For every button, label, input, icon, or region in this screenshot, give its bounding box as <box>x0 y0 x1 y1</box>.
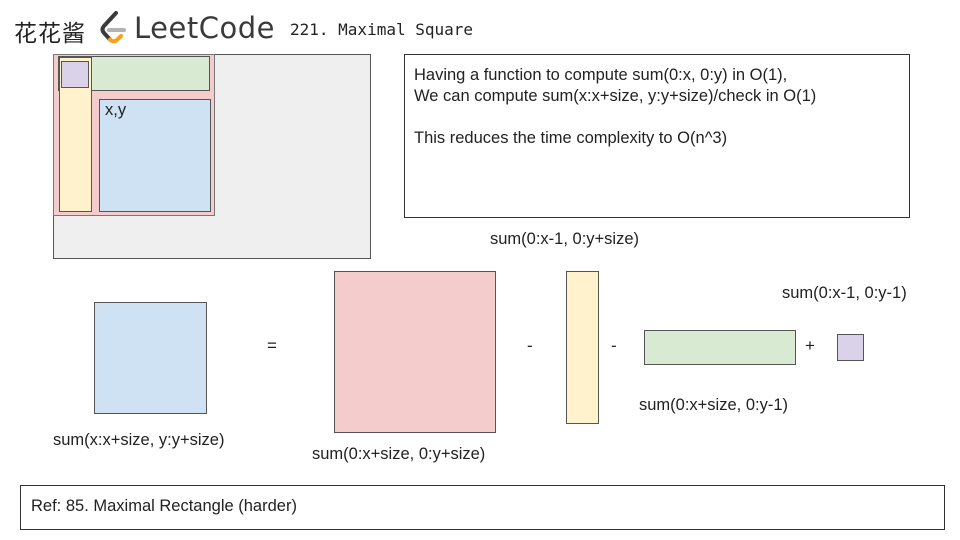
red-label: sum(0:x+size, 0:y+size) <box>312 445 486 463</box>
problem-title: 221. Maximal Square <box>290 20 474 39</box>
red-square <box>334 271 496 433</box>
explanation-line-2: We can compute sum(x:x+size, y:y+size)/c… <box>414 87 817 105</box>
square-region-blue <box>99 99 211 212</box>
yellow-label: sum(0:x-1, 0:y+size) <box>490 230 639 248</box>
green-rect <box>644 330 796 365</box>
minus-sign-1: - <box>527 336 533 355</box>
blue-label: sum(x:x+size, y:y+size) <box>53 431 225 449</box>
green-label: sum(0:x+size, 0:y-1) <box>639 396 788 414</box>
cell-label: x,y <box>105 101 127 119</box>
plus-sign: + <box>805 336 815 355</box>
purple-square <box>837 334 864 361</box>
explanation-box: Having a function to compute sum(0:x, 0:… <box>404 54 910 218</box>
minus-sign-2: - <box>611 336 617 355</box>
prefix-sum-region-purple <box>61 61 89 88</box>
leetcode-logo-icon <box>100 11 126 44</box>
leetcode-logo-text: LeetCode <box>134 11 275 45</box>
explanation-line-3: This reduces the time complexity to O(n^… <box>414 129 728 147</box>
reference-box: Ref: 85. Maximal Rectangle (harder) <box>20 485 945 530</box>
brand-title: 花花酱 <box>14 21 86 47</box>
explanation-line-1: Having a function to compute sum(0:x, 0:… <box>414 66 788 84</box>
equals-sign: = <box>267 336 277 355</box>
reference-text: Ref: 85. Maximal Rectangle (harder) <box>31 497 297 515</box>
yellow-rect <box>566 271 599 424</box>
purple-label: sum(0:x-1, 0:y-1) <box>782 284 907 302</box>
blue-square <box>94 302 207 414</box>
